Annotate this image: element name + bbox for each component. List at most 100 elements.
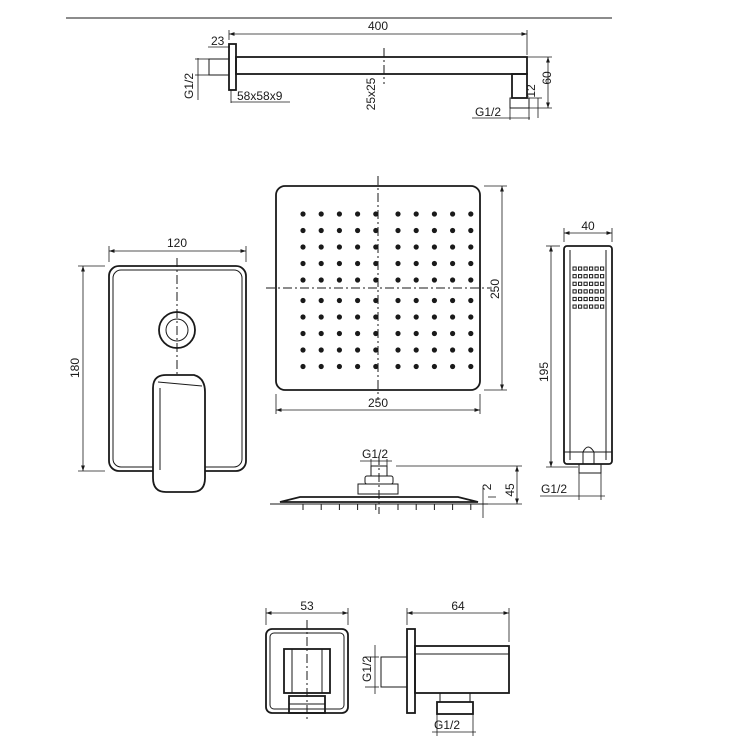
nozzle bbox=[318, 227, 324, 234]
nozzle bbox=[336, 314, 342, 320]
nozzle bbox=[395, 347, 401, 353]
hand-shower-connector bbox=[582, 446, 595, 465]
nozzle bbox=[336, 211, 342, 217]
nozzle bbox=[300, 244, 306, 250]
hand-nozzle bbox=[578, 281, 583, 286]
mixer-diverter-button bbox=[165, 318, 189, 342]
arm-flange bbox=[228, 43, 237, 91]
nozzle bbox=[318, 314, 324, 320]
hand-nozzle bbox=[600, 274, 605, 279]
nozzle bbox=[395, 330, 401, 337]
nozzle bbox=[373, 244, 379, 250]
nozzle bbox=[413, 363, 419, 370]
shower-head-nozzle-tips bbox=[302, 504, 472, 510]
nozzle bbox=[336, 277, 342, 283]
nozzle bbox=[318, 277, 324, 283]
shower-head-height-label: 250 bbox=[488, 279, 502, 299]
nozzle bbox=[318, 363, 324, 370]
nozzle bbox=[450, 211, 456, 217]
nozzle bbox=[468, 260, 474, 267]
nozzle bbox=[450, 314, 456, 320]
nozzle bbox=[300, 347, 306, 353]
nozzle bbox=[300, 297, 306, 304]
nozzle bbox=[450, 297, 456, 304]
nozzle bbox=[373, 330, 379, 337]
nozzle bbox=[373, 297, 379, 304]
hand-nozzle bbox=[600, 304, 605, 309]
nozzle bbox=[373, 227, 379, 234]
arm-tube bbox=[235, 56, 528, 75]
nozzle bbox=[336, 260, 342, 267]
wall-outlet-front-view: 53 bbox=[265, 599, 349, 720]
nozzle bbox=[450, 363, 456, 370]
nozzle bbox=[336, 347, 342, 353]
nozzle bbox=[468, 227, 474, 234]
nozzle bbox=[395, 260, 401, 267]
nozzle bbox=[431, 297, 437, 304]
mixer-view: 120 180 bbox=[68, 236, 247, 493]
wall-outlet-side-thread-label: G1/2 bbox=[360, 656, 374, 682]
nozzle bbox=[300, 277, 306, 283]
wall-outlet-side-depth-label: 64 bbox=[451, 599, 465, 613]
nozzle bbox=[413, 277, 419, 283]
nozzle bbox=[395, 297, 401, 304]
nozzle bbox=[355, 211, 361, 217]
shower-head-side-plate bbox=[279, 496, 479, 503]
nozzle bbox=[395, 363, 401, 370]
hand-nozzle bbox=[589, 289, 594, 294]
hand-nozzle bbox=[572, 304, 577, 309]
nozzle bbox=[468, 347, 474, 353]
shower-head-nozzle-grid bbox=[300, 211, 474, 370]
nozzle bbox=[355, 314, 361, 320]
nozzle bbox=[355, 363, 361, 370]
nozzle bbox=[395, 211, 401, 217]
nozzle bbox=[468, 363, 474, 370]
nozzle bbox=[373, 347, 379, 353]
nozzle bbox=[395, 244, 401, 250]
nozzle bbox=[355, 260, 361, 267]
arm-flange-size-label: 58x58x9 bbox=[237, 89, 283, 103]
hand-nozzle bbox=[583, 304, 588, 309]
nozzle bbox=[450, 330, 456, 337]
nozzle bbox=[431, 363, 437, 370]
hand-shower-thread-label: G1/2 bbox=[541, 482, 567, 496]
nozzle bbox=[413, 260, 419, 267]
nozzle bbox=[300, 363, 306, 370]
shower-arm-view: 400 23 G1/2 58x58x9 25x25 60 12 G1/2 bbox=[182, 19, 554, 120]
hand-shower-width-label: 40 bbox=[581, 219, 595, 233]
arm-flange-depth-label: 23 bbox=[211, 34, 225, 48]
nozzle bbox=[336, 363, 342, 370]
hand-nozzle bbox=[600, 281, 605, 286]
hand-nozzle bbox=[583, 281, 588, 286]
nozzle bbox=[336, 330, 342, 337]
arm-section-label: 25x25 bbox=[364, 77, 378, 110]
nozzle bbox=[318, 211, 324, 217]
hand-shower-nut bbox=[578, 463, 602, 474]
arm-drop-inner-label: 12 bbox=[524, 84, 538, 98]
hand-nozzle bbox=[578, 296, 583, 302]
nozzle bbox=[413, 244, 419, 250]
nozzle bbox=[336, 227, 342, 234]
arm-outlet-nut bbox=[509, 97, 530, 109]
nozzle bbox=[431, 330, 437, 337]
hand-nozzle bbox=[578, 304, 583, 309]
wall-outlet-side-body bbox=[414, 645, 510, 694]
nozzle bbox=[450, 260, 456, 267]
nozzle bbox=[468, 330, 474, 337]
hand-nozzle bbox=[572, 296, 577, 302]
nozzle bbox=[373, 363, 379, 370]
nozzle bbox=[468, 277, 474, 283]
nozzle bbox=[300, 314, 306, 320]
hand-nozzle bbox=[572, 289, 577, 294]
hand-nozzle bbox=[572, 266, 577, 271]
shower-head-top-view: 250 250 bbox=[266, 176, 507, 414]
nozzle bbox=[318, 330, 324, 337]
hand-nozzle bbox=[578, 274, 583, 279]
hand-nozzle bbox=[578, 289, 583, 294]
hand-nozzle bbox=[583, 289, 588, 294]
shower-head-plate bbox=[275, 185, 481, 391]
arm-wall-nipple bbox=[208, 58, 230, 76]
nozzle bbox=[355, 244, 361, 250]
nozzle bbox=[336, 297, 342, 304]
